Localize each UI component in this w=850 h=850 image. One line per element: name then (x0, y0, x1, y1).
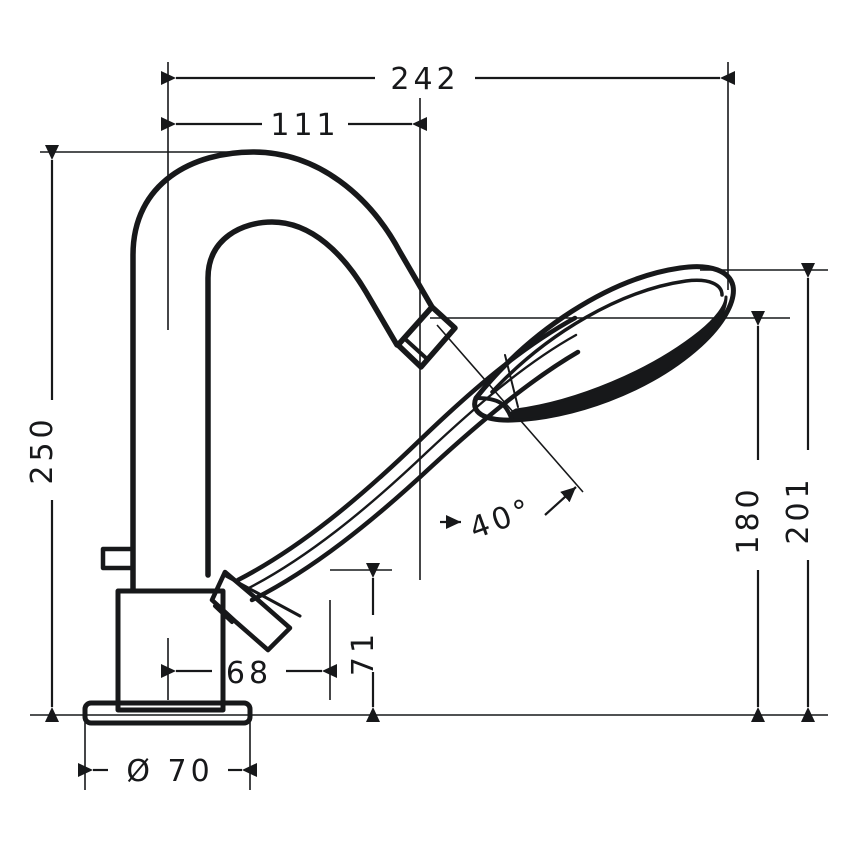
dimension-71: 71 (346, 563, 381, 722)
dim-250-label: 250 (25, 415, 60, 484)
dim-111-label: 111 (270, 108, 339, 143)
dim-201-label: 201 (781, 475, 816, 544)
spout-aerator-seam (402, 336, 428, 360)
angle-arrow-right (544, 486, 577, 516)
dimension-242: 242 (161, 62, 735, 97)
handshower-head-neck-seam (504, 354, 519, 408)
dim-71-label: 71 (346, 630, 381, 676)
handshower-holder-cradle (209, 569, 293, 653)
product-outline (82, 149, 736, 726)
dim-242-label: 242 (390, 62, 459, 97)
spout-inner-contour (205, 219, 400, 578)
handshower-handle-lower (249, 349, 581, 603)
handshower-handle-upper (235, 315, 578, 583)
dimension-68: 68 (161, 656, 337, 691)
dim-dia70-label: Ø 70 (126, 754, 213, 789)
dimension-180: 180 (731, 311, 766, 722)
handshower-head-neck (474, 396, 514, 422)
handshower-spray-face (508, 295, 728, 422)
dim-180-label: 180 (731, 485, 766, 554)
hose-stub (213, 604, 234, 624)
mixer-body-block (115, 588, 226, 713)
dim-angle40-label: 40° (465, 491, 538, 546)
dim-68-label: 68 (226, 656, 272, 691)
handshower-head-rib-upper (490, 278, 724, 394)
spout-aerator-outer (395, 304, 458, 370)
dimension-111: 111 (161, 108, 427, 143)
angle-leader-line (436, 324, 584, 493)
base-plate (82, 700, 253, 726)
dimension-250: 250 (25, 145, 60, 722)
dimension-diameter-70: Ø 70 (78, 754, 257, 789)
spout-outer-contour (130, 149, 435, 593)
lever-handle (100, 546, 136, 571)
extension-lines (30, 62, 828, 790)
handshower-handle-seam (243, 333, 578, 592)
dimension-201: 201 (781, 263, 816, 722)
